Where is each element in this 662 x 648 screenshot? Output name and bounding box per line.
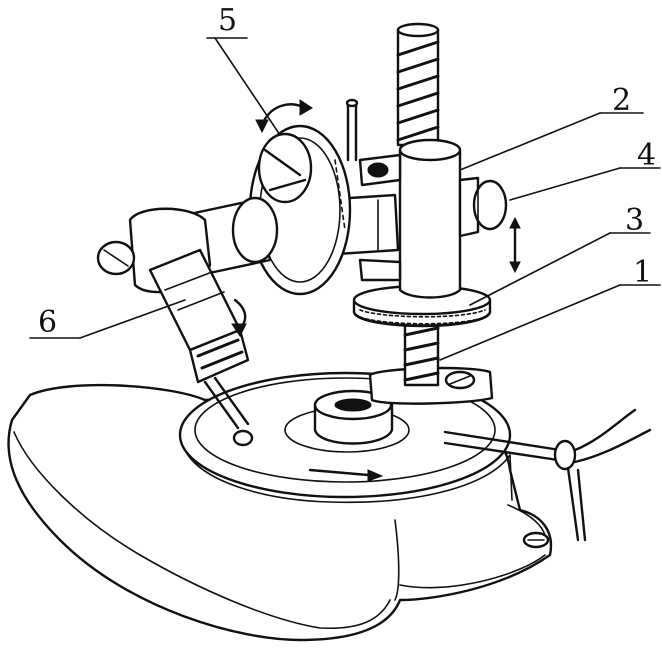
label-3: 3 [625,203,644,238]
indexing-dial [248,98,359,296]
vertical-screw [396,22,440,147]
tool-holder [96,207,254,447]
label-2: 2 [612,83,631,118]
lower-lead-screw [403,320,440,387]
label-6: 6 [38,305,57,340]
slide-block [358,138,521,299]
label-5: 5 [218,3,237,38]
coolant-nozzle [443,408,652,542]
label-1: 1 [633,255,652,290]
label-4: 4 [637,138,656,173]
leader-lines [29,37,661,361]
